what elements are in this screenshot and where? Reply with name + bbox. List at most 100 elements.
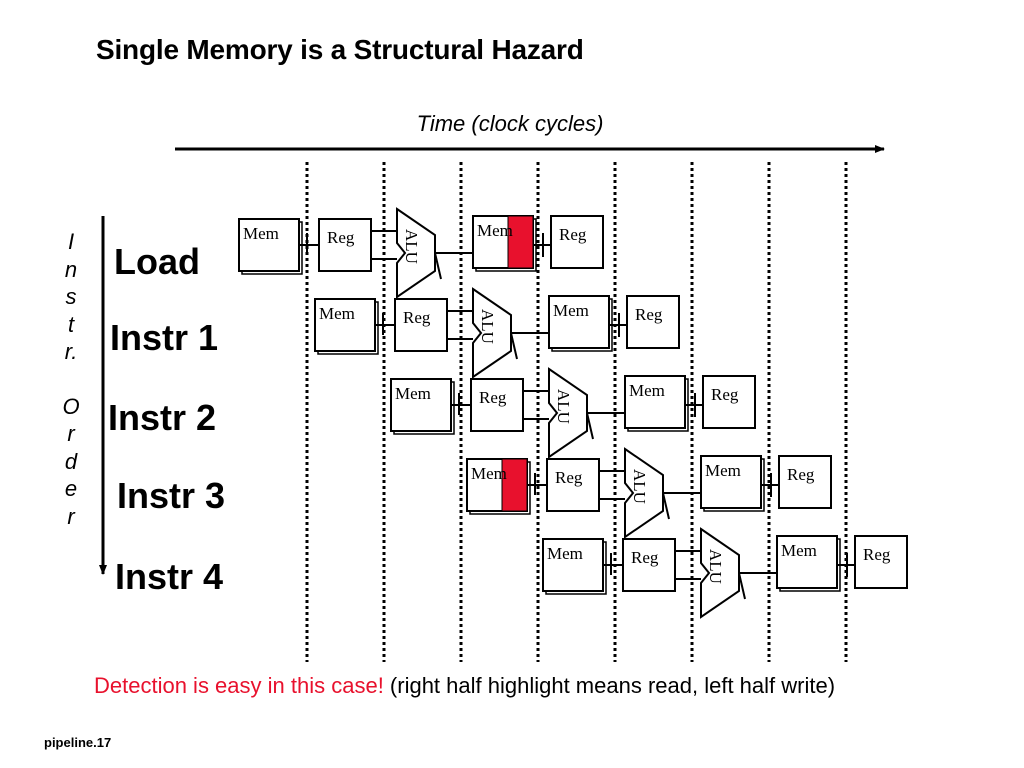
register-write: Reg [626,295,680,349]
axis-letter: I [67,229,75,254]
time-axis-label: Time (clock cycles) [416,111,604,136]
register-read: Reg [546,458,600,512]
register-read: Reg [394,298,448,352]
axis-letter: e [64,476,78,501]
row-label-load: Load [114,241,200,282]
mem-label: Mem [477,221,513,240]
alu-label: ALU [478,309,497,344]
instruction-order-label: I n s t r. O r d e r [56,228,86,530]
alu-shape [548,367,588,459]
register-write: Reg [702,375,756,429]
data-memory: Mem [472,215,537,272]
data-memory: Mem [624,375,689,432]
alu-shape [472,287,512,379]
reg-box [550,215,604,269]
instruction-memory: Mem [466,458,531,515]
pipeline-wire [434,252,442,280]
register-read: Reg [622,538,676,592]
row-label-instr-1: Instr 1 [110,317,219,358]
instruction-memory: Mem [238,218,303,275]
register-read: Reg [318,218,372,272]
pipeline-wire [586,412,594,440]
axis-letter: d [64,448,78,474]
read-highlight [507,215,534,269]
alu-label: ALU [706,549,725,584]
mem-label: Mem [395,384,431,403]
register-write: Reg [854,535,908,589]
reg-box [626,295,680,349]
alu-shape [624,447,664,539]
alu-unit: ALU [548,367,588,459]
mem-label: Mem [319,304,355,323]
reg-box [702,375,756,429]
mem-box [776,535,838,589]
axis-letter: r. [64,339,78,364]
alu-unit: ALU [472,287,512,379]
mem-label: Mem [781,541,817,560]
reg-label: Reg [635,305,663,324]
reg-box [318,218,372,272]
footer-highlight: Detection is easy in this case! [94,673,384,698]
slide-id: pipeline.17 [44,735,112,750]
mem-label: Mem [553,301,589,320]
axis-letter: O [62,393,80,419]
footer-note: Detection is easy in this case! (right h… [94,673,835,699]
axis-letter: s [65,284,77,309]
mem-box [624,375,686,429]
reg-label: Reg [479,388,507,407]
axis-letter: r [67,421,75,446]
alu-unit: ALU [700,527,740,619]
alu-label: ALU [630,469,649,504]
mem-label: Mem [471,464,507,483]
mem-box [548,295,610,349]
reg-label: Reg [787,465,815,484]
data-memory: Mem [700,455,765,512]
slide-title: Single Memory is a Structural Hazard [96,34,584,65]
mem-box [314,298,376,352]
reg-box [854,535,908,589]
instruction-memory: Mem [390,378,455,435]
alu-label: ALU [402,229,421,264]
reg-label: Reg [631,548,659,567]
pipeline-wire [738,572,746,600]
reg-box [778,455,832,509]
pipeline-wire [510,332,518,360]
reg-box [470,378,524,432]
register-read: Reg [470,378,524,432]
reg-box [546,458,600,512]
mem-label: Mem [629,381,665,400]
reg-box [394,298,448,352]
alu-label: ALU [554,389,573,424]
reg-label: Reg [555,468,583,487]
reg-label: Reg [403,308,431,327]
footer-text: (right half highlight means read, left h… [383,673,836,698]
reg-label: Reg [559,225,587,244]
row-label-instr-3: Instr 3 [117,475,226,516]
mem-box [542,538,604,592]
register-write: Reg [778,455,832,509]
alu-shape [700,527,740,619]
mem-label: Mem [547,544,583,563]
mem-label: Mem [705,461,741,480]
reg-box [622,538,676,592]
row-label-instr-4: Instr 4 [115,556,224,597]
data-memory: Mem [548,295,613,352]
reg-label: Reg [711,385,739,404]
reg-label: Reg [863,545,891,564]
data-memory: Mem [776,535,841,592]
instruction-memory: Mem [314,298,379,355]
pipeline-wire [662,492,670,520]
row-label-instr-2: Instr 2 [108,397,217,438]
mem-box [700,455,762,509]
mem-label: Mem [243,224,279,243]
alu-unit: ALU [624,447,664,539]
instruction-memory: Mem [542,538,607,595]
register-write: Reg [550,215,604,269]
axis-letter: n [64,256,78,282]
axis-letter: r [67,503,75,529]
mem-box [238,218,300,272]
alu-unit: ALU [396,207,436,299]
alu-shape [396,207,436,299]
